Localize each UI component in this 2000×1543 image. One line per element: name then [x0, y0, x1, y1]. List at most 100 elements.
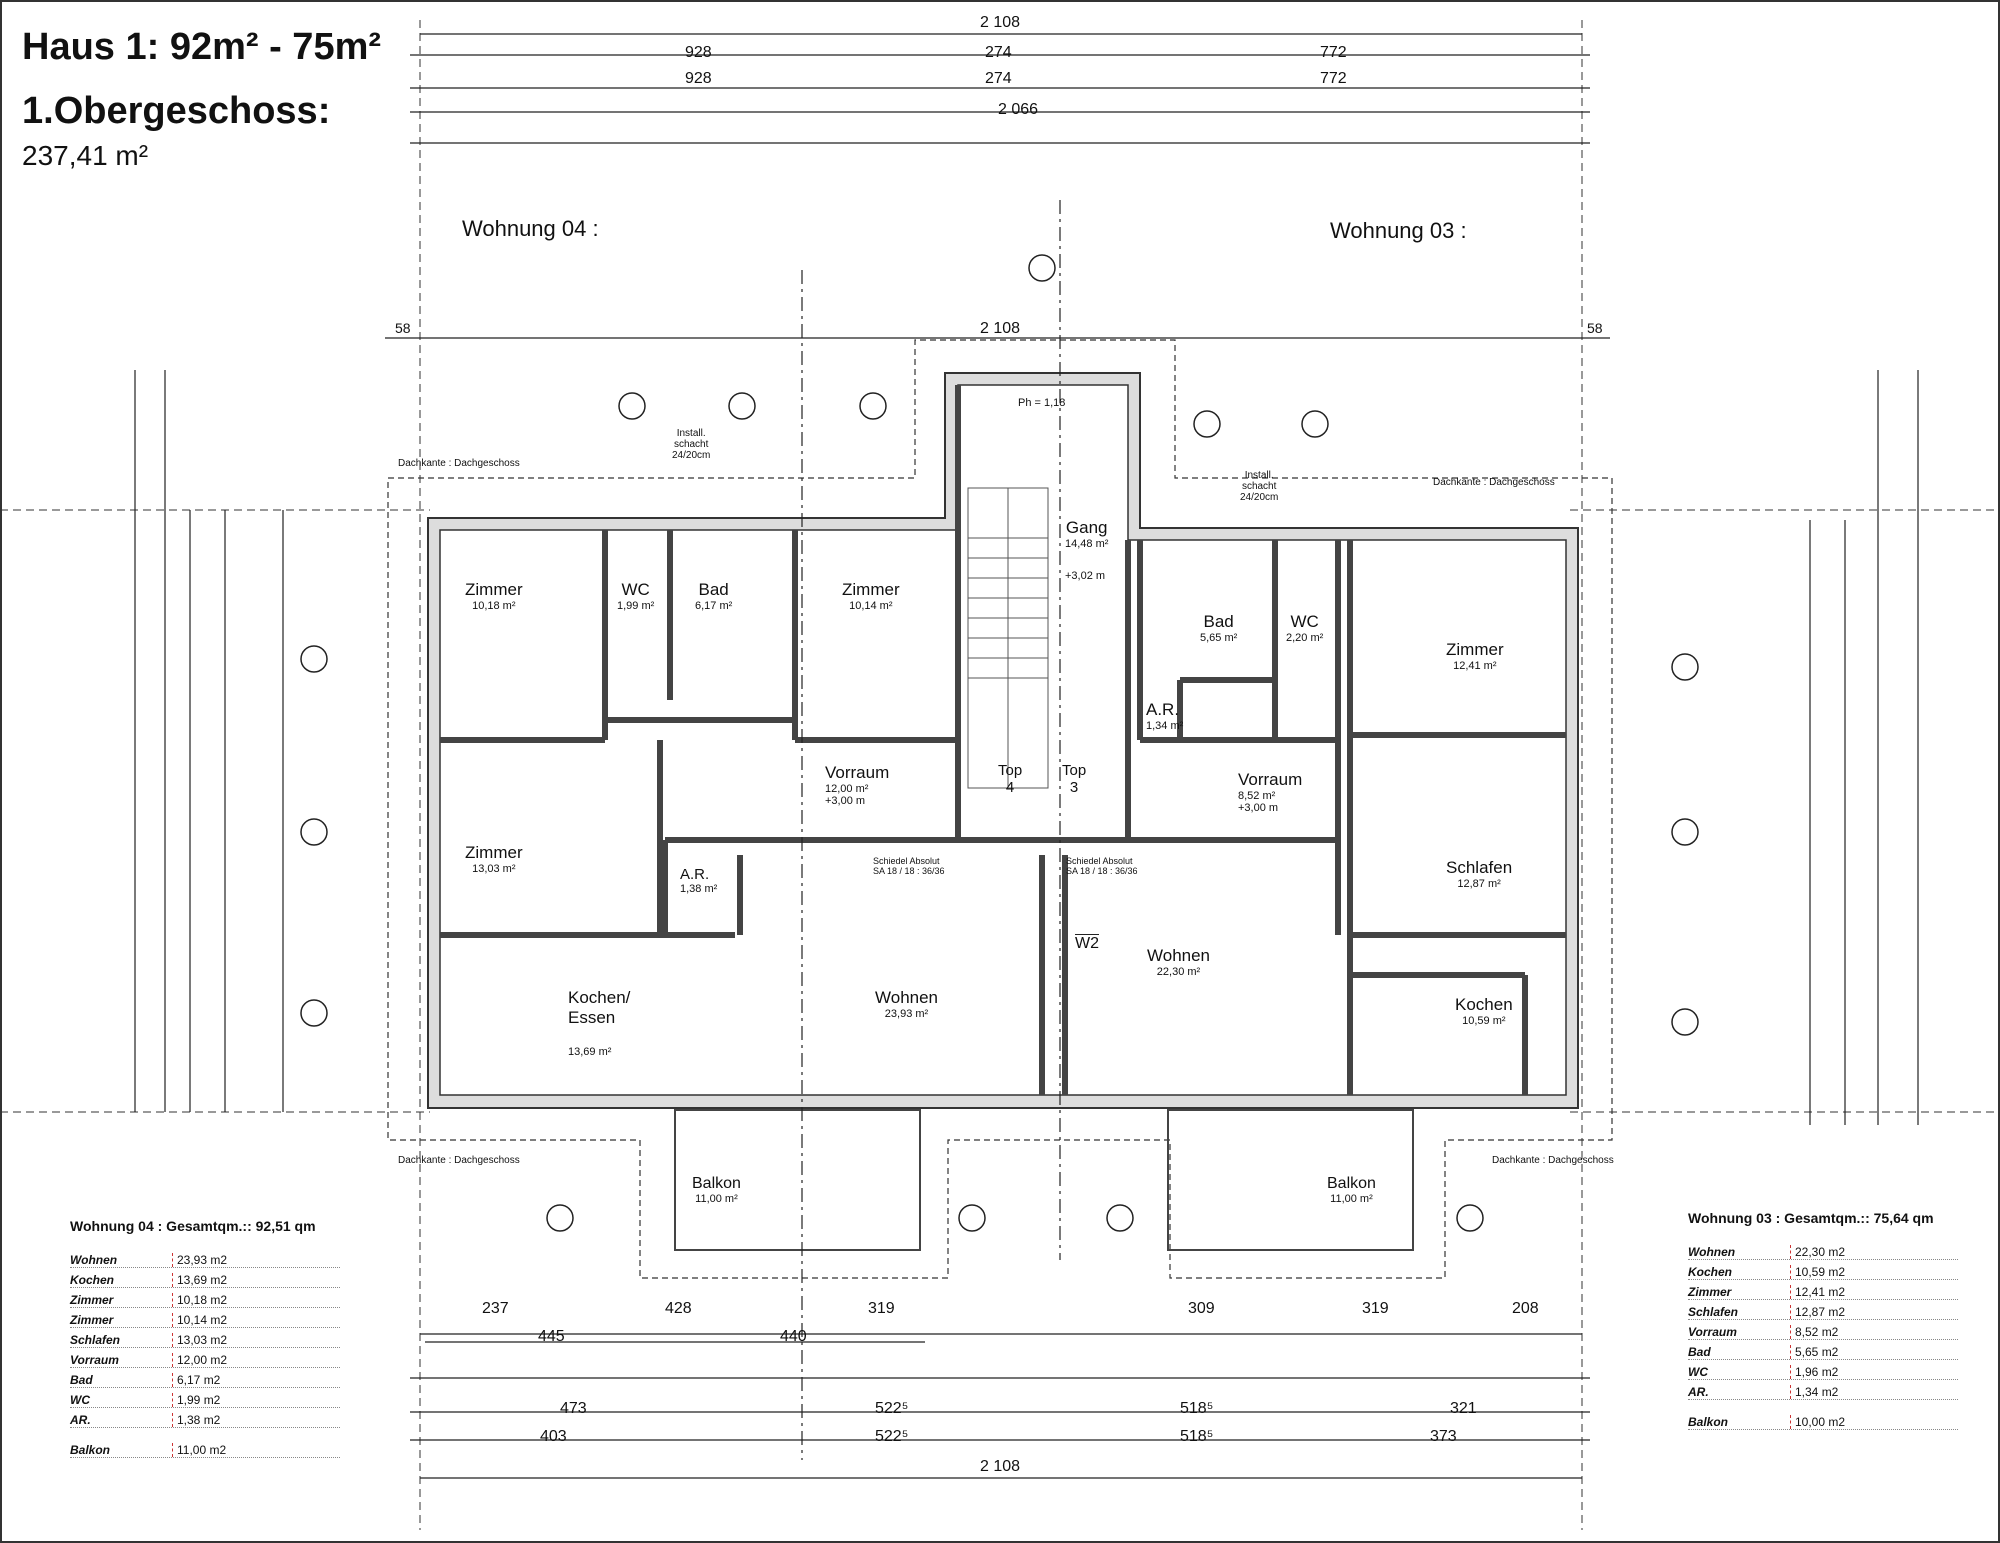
- row-value: 1,34 m2: [1790, 1385, 1838, 1399]
- room-name: Vorraum: [825, 763, 890, 782]
- table-row: WC 1,99 m2: [70, 1388, 340, 1408]
- row-value: 10,59 m2: [1790, 1265, 1845, 1279]
- top-dim-58a: 58: [395, 320, 411, 336]
- table-row: WC 1,96 m2: [1688, 1360, 1958, 1380]
- room-name: Bad: [698, 580, 729, 599]
- table-row: Wohnen 23,93 m2: [70, 1248, 340, 1268]
- top-dim-772b: 772: [1320, 70, 1347, 87]
- row-label: Vorraum: [70, 1353, 119, 1367]
- room-name: WC: [1290, 612, 1319, 631]
- room-name: Gang: [1065, 518, 1108, 537]
- room-ar-1: A.R. 1,38 m²: [680, 866, 717, 895]
- row-value: 12,00 m2: [172, 1353, 227, 1367]
- top-dim-total: 2 108: [980, 14, 1021, 31]
- room-area: 8,52 m²: [1238, 790, 1276, 802]
- room-name: Kochen/ Essen: [568, 988, 631, 1027]
- row-label: WC: [70, 1393, 90, 1407]
- room-ar-2: A.R. 1,34 m²: [1146, 700, 1183, 732]
- row-value: 22,30 m2: [1790, 1245, 1845, 1259]
- top4-label: Top 4: [998, 762, 1023, 796]
- room-area: 22,30 m²: [1156, 966, 1201, 978]
- row-label: Wohnen: [70, 1253, 118, 1267]
- room-area: 11,00 m²: [695, 1193, 738, 1205]
- room-area: 14,48 m²: [1065, 538, 1109, 550]
- room-area: 13,03 m²: [472, 863, 516, 875]
- floor-area: 237,41 m²: [22, 140, 149, 171]
- room-height: +3,00 m: [1238, 802, 1279, 814]
- row-value: 13,03 m2: [172, 1333, 227, 1347]
- room-name: Wohnen: [1147, 946, 1211, 965]
- bottom-dim-319: 319: [868, 1300, 895, 1317]
- room-area: 23,93 m²: [884, 1008, 929, 1020]
- table-header: Wohnung 04 : Gesamtqm.:: 92,51 qm: [70, 1218, 316, 1234]
- row-value: 13,69 m2: [172, 1273, 227, 1287]
- room-name: Wohnen: [875, 988, 939, 1007]
- room-area: 11,00 m²: [1330, 1193, 1373, 1205]
- table-row: AR.1,34 m2: [1688, 1380, 1958, 1400]
- room-area: 13,69 m²: [568, 1046, 612, 1058]
- row-value: 10,14 m2: [172, 1313, 227, 1327]
- room-name: Zimmer: [1446, 640, 1504, 659]
- room-name: Schlafen: [1446, 858, 1513, 877]
- row-label: AR.: [70, 1413, 91, 1427]
- row-label: Schlafen: [1688, 1305, 1739, 1319]
- room-kochen: Kochen 10,59 m²: [1455, 995, 1513, 1027]
- bottom-dim-473: 473: [560, 1400, 587, 1417]
- row-value: 6,17 m2: [172, 1373, 220, 1387]
- dachkante-right: Dachkante : Dachgeschoss: [1433, 477, 1555, 488]
- top-dim-58b: 58: [1587, 320, 1603, 336]
- room-area: 12,87 m²: [1457, 878, 1501, 890]
- row-value: 1,38 m2: [172, 1413, 220, 1427]
- bottom-dim-208: 208: [1512, 1300, 1539, 1317]
- room-vorraum-1: Vorraum 12,00 m² +3,00 m: [825, 763, 889, 807]
- top-dim-772: 772: [1320, 44, 1347, 61]
- bottom-dim-total: 2 108: [980, 1458, 1021, 1475]
- row-value: 12,41 m2: [1790, 1285, 1845, 1299]
- bottom-dim-319b: 319: [1362, 1300, 1389, 1317]
- room-wc-2: WC 2,20 m²: [1286, 612, 1323, 644]
- row-label: Balkon: [70, 1443, 111, 1457]
- room-area: 5,65 m²: [1200, 632, 1238, 644]
- room-balkon-1: Balkon 11,00 m²: [692, 1175, 741, 1205]
- top-dim-274b: 274: [985, 70, 1012, 87]
- row-label: Kochen: [1688, 1265, 1733, 1279]
- room-area: 12,00 m²: [825, 783, 869, 795]
- area-table-left: Wohnung 04 : Gesamtqm.:: 92,51 qm Wohnen…: [70, 1218, 340, 1458]
- w2-label: W2: [1075, 934, 1099, 952]
- row-value: 10,00 m2: [1790, 1415, 1845, 1429]
- bottom-dim-321: 321: [1450, 1400, 1477, 1417]
- bottom-dim-440: 440: [780, 1328, 807, 1345]
- bottom-dim-373: 373: [1430, 1428, 1457, 1445]
- gang-height: +3,02 m: [1065, 570, 1106, 582]
- room-balkon-2: Balkon 11,00 m²: [1327, 1175, 1376, 1205]
- table-row: Vorraum 12,00 m2: [70, 1348, 340, 1368]
- row-value: 23,93 m2: [172, 1253, 227, 1267]
- room-zimmer-2: Zimmer 10,14 m²: [842, 580, 900, 612]
- floor-title: 1.Obergeschoss:: [22, 90, 331, 132]
- row-value: 1,99 m2: [172, 1393, 220, 1407]
- room-name: Kochen: [1455, 995, 1513, 1014]
- room-wohnen-2: Wohnen 22,30 m²: [1147, 946, 1210, 978]
- room-area: 1,38 m²: [680, 883, 718, 895]
- bottom-dim-403: 403: [540, 1428, 567, 1445]
- row-label: Vorraum: [1688, 1325, 1737, 1339]
- room-name: WC: [621, 580, 650, 599]
- row-label: WC: [1688, 1365, 1708, 1379]
- dachkante-left: Dachkante : Dachgeschoss: [398, 458, 520, 469]
- room-schlafen: Schlafen 12,87 m²: [1446, 858, 1512, 890]
- row-value: 1,96 m2: [1790, 1365, 1838, 1379]
- room-name: Balkon: [692, 1175, 741, 1192]
- room-name: Balkon: [1327, 1175, 1376, 1192]
- row-label: Zimmer: [70, 1293, 114, 1307]
- room-name: Zimmer: [842, 580, 900, 599]
- row-label: Kochen: [70, 1273, 115, 1287]
- dachkante-bottom-left: Dachkante : Dachgeschoss: [398, 1155, 520, 1166]
- bottom-dim-5185b: 518⁵: [1180, 1428, 1214, 1445]
- table-row: AR. 1,38 m2: [70, 1408, 340, 1428]
